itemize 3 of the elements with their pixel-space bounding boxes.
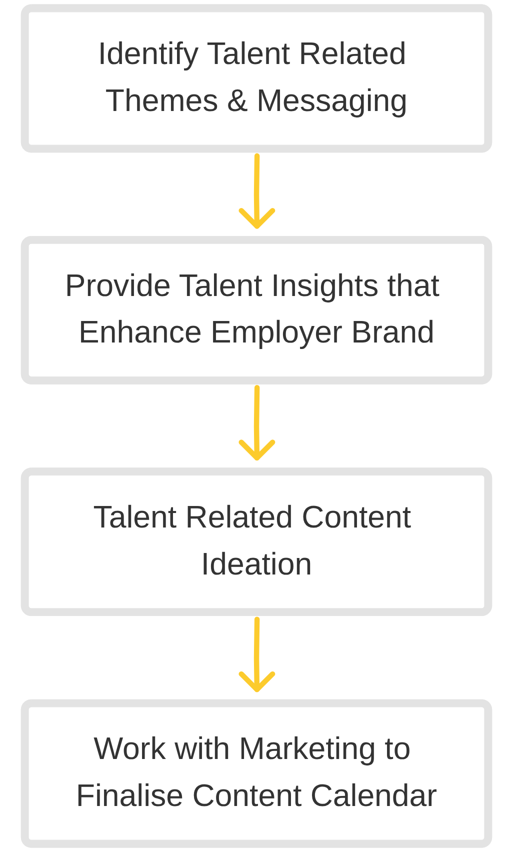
arrow [238,616,275,692]
arrow [238,153,275,229]
arrow [238,385,275,460]
